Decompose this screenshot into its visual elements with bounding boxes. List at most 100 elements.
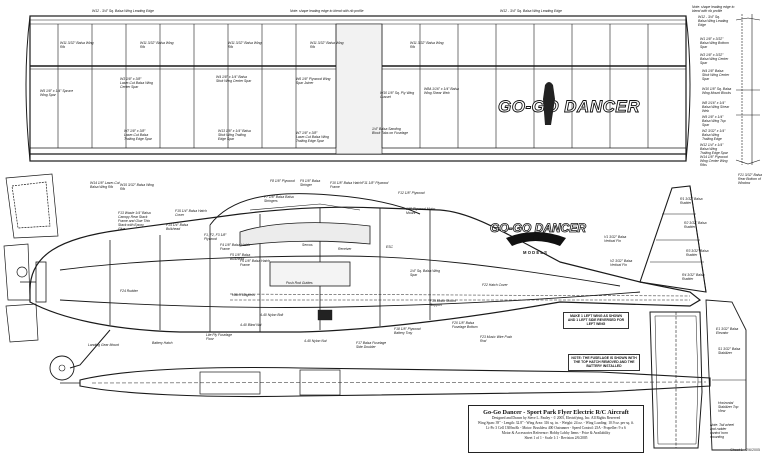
dancer-silhouette-icon [543, 82, 555, 125]
wing-logo: GO-GO DANCER [498, 82, 640, 125]
title-line-1: Go-Go Dancer - Sport Park Flyer Electric… [483, 409, 629, 416]
horizontal-stabilizer [649, 299, 747, 451]
fuselage-label-31: Servos [302, 243, 313, 247]
top-label-left: W12 - 3/4" Sq. Balsa Wing Leading Edge [92, 9, 154, 13]
fuselage-label-29: 4-40 Blind Nut [240, 323, 263, 327]
title-line-4: Li-Po 3 Cell 1300mAh - Motor: Brushless … [486, 426, 626, 430]
title-line-5: Motor & Accessories Reference: Hobby Lob… [501, 431, 611, 435]
title-block: Go-Go Dancer - Sport Park Flyer Electric… [468, 405, 644, 453]
brand-logo-text: GO-GO DANCER [490, 221, 586, 235]
title-line-6: Sheet 1 of 1 - Scale 1:1 - Revision 2/6/… [524, 436, 588, 440]
fuselage-label-14: F11 1/8" Plywood [362, 181, 388, 185]
title-line-3: Wing Span: 39" - Length: 32.8" - Wing Ar… [477, 421, 635, 425]
top-label-center: Note: shape leading edge to blend with r… [290, 9, 364, 13]
fuselage-side-view [20, 193, 702, 333]
vertical-fin [639, 185, 707, 293]
brand-logo: GO-GO DANCER MODELS [490, 221, 587, 255]
wing-plan [25, 15, 691, 162]
brand-logo-sub: MODELS [523, 250, 548, 255]
wing-logo-text: GO-GO DANCER [498, 97, 640, 116]
fuselage-label-15: F12 1/8" Plywood [398, 191, 425, 195]
fuselage-label-30: Push Rod Guides [286, 281, 313, 285]
fuselage-label-35: Landing Gear Mount [88, 343, 120, 347]
fuselage-label-32: Receiver [338, 247, 352, 251]
fuselage-label-27: Battery Hatch [152, 341, 173, 345]
former-parts-left [3, 173, 59, 343]
note-fuselage-hatch: NOTE: THE FUSELAGE IS SHOWN WITH THE TOP… [568, 354, 640, 371]
fuselage-label-24: F22 Hatch Cover [482, 283, 508, 287]
fuselage-label-19: 4-40 Nylon Nut [304, 339, 328, 343]
wing-ribs [57, 24, 649, 148]
fuselage-label-17: Hatch Magnets [232, 293, 255, 297]
fuselage-label-6: F1, F2, F3 1/8"Plywood [204, 233, 227, 241]
fuselage-top-view [60, 366, 711, 398]
fuselage-label-18: 4-40 Nylon Bolt [260, 313, 284, 317]
revision-stamp: Sheet 1 - 2/6/2005 [730, 448, 760, 452]
top-label-right: W12 - 3/4" Sq. Balsa Wing Leading Edge [500, 9, 562, 13]
fuselage-label-26: F24 Rudder [120, 289, 139, 293]
fuselage-label-33: ESC [386, 245, 394, 249]
title-line-2: Designed and Drawn by Steve L. Pauley - … [491, 416, 621, 420]
wing-section-detail [735, 14, 761, 165]
fuselage-label-11: F8 1/8" Plywood [270, 179, 295, 183]
note-wing-build: MAKE 1 LEFT WING AS SHOWN AND 1 LEFT SID… [563, 312, 629, 329]
